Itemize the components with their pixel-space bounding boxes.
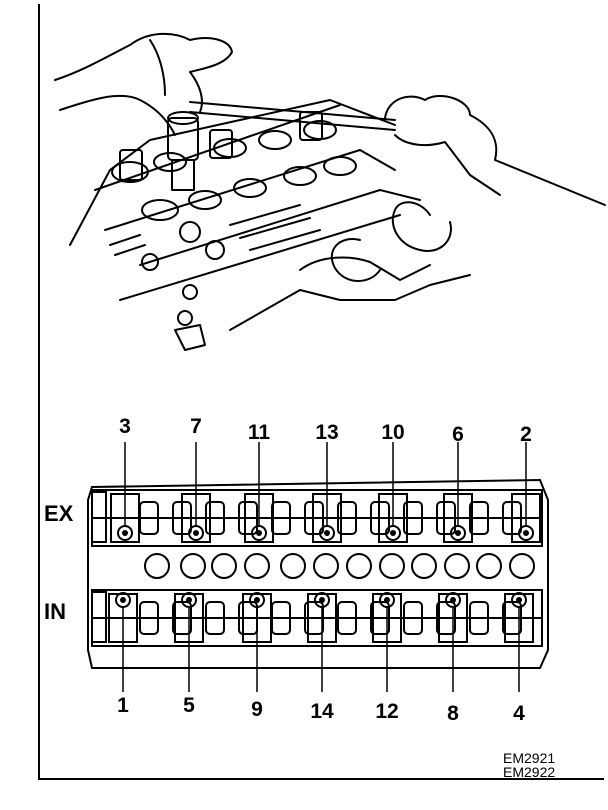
bolt-number-bottom-3: 9: [251, 698, 263, 721]
bolt-number-top-2: 7: [190, 415, 202, 438]
cap-bolt-center: [122, 530, 128, 536]
exhaust-cam-lobe: [238, 501, 258, 535]
spark-plug-hole: [280, 553, 306, 579]
cap-bolt-center: [390, 530, 396, 536]
bolt-number-bottom-4: 14: [310, 700, 334, 723]
bolt-number-top-3: 11: [247, 421, 271, 444]
exhaust-cam-lobe: [469, 501, 489, 535]
bolt-number-bottom-6: 8: [447, 702, 459, 725]
intake-cam-lobe: [469, 601, 489, 635]
bolt-number-top-4: 13: [315, 421, 339, 444]
bolt-number-top-1: 3: [119, 415, 131, 438]
spark-plug-hole: [444, 553, 470, 579]
bolt-number-bottom-2: 5: [183, 694, 195, 717]
exhaust-cam-lobe: [436, 501, 456, 535]
cap-bolt-center: [523, 530, 529, 536]
cap-bolt-center: [256, 530, 262, 536]
bolt-number-top-6: 6: [452, 423, 464, 446]
cap-bolt-center: [319, 597, 325, 603]
exhaust-cam-lobe: [337, 501, 357, 535]
bolt-number-bottom-5: 12: [375, 700, 399, 723]
spark-plug-hole: [313, 553, 339, 579]
cap-bolt-center: [186, 597, 192, 603]
cap-bolt-center: [254, 597, 260, 603]
intake-end-plug: [91, 591, 107, 643]
figure-code-1: EM2921: [503, 750, 556, 766]
spark-plug-hole: [476, 553, 502, 579]
figure-code-2: EM2922: [503, 764, 556, 780]
cap-bolt-center: [516, 597, 522, 603]
cap-bolt-center: [384, 597, 390, 603]
intake-cam-lobe: [304, 601, 324, 635]
exhaust-cam-lobe: [403, 501, 423, 535]
spark-plug-hole: [144, 553, 170, 579]
cylinder-head-outline: [87, 478, 549, 669]
spark-plug-hole: [379, 553, 405, 579]
exhaust-side-label: EX: [44, 501, 74, 526]
exhaust-cam-lobe: [205, 501, 225, 535]
figure-frame: [38, 4, 604, 780]
cap-bolt-center: [324, 530, 330, 536]
bolt-number-top-5: 10: [381, 421, 405, 444]
spark-plug-hole: [244, 553, 270, 579]
spark-plug-hole: [411, 553, 437, 579]
intake-cam-lobe: [139, 601, 159, 635]
cap-bolt-center: [455, 530, 461, 536]
cap-bolt-center: [450, 597, 456, 603]
intake-cam-lobe: [403, 601, 423, 635]
intake-cam-lobe: [205, 601, 225, 635]
cap-bolt-center: [120, 597, 126, 603]
camshaft-torque-illustration: [54, 32, 606, 351]
bolt-number-top-7: 2: [520, 423, 532, 446]
intake-side-label: IN: [44, 599, 66, 624]
spark-plug-hole: [509, 553, 535, 579]
spark-plug-hole: [180, 553, 206, 579]
exhaust-end-plug: [91, 491, 107, 543]
bolt-number-bottom-7: 4: [513, 702, 525, 725]
spark-plug-hole: [346, 553, 372, 579]
spark-plug-hole: [211, 553, 237, 579]
cap-bolt-center: [193, 530, 199, 536]
intake-cam-lobe: [337, 601, 357, 635]
bolt-number-bottom-1: 1: [117, 694, 129, 717]
